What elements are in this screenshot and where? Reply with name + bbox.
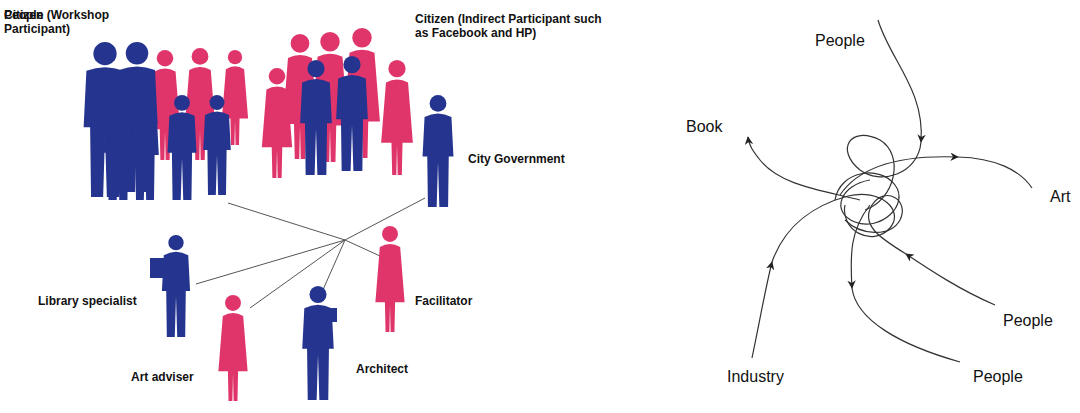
person-head: [174, 95, 190, 111]
person-body: [162, 252, 190, 337]
person-silhouette: [218, 295, 247, 401]
person-body: [381, 79, 413, 175]
role-label: Citizen (Indirect Participant such as Fa…: [415, 12, 605, 41]
book-prop: [150, 258, 166, 278]
person-silhouette: [104, 95, 133, 200]
flow-line: [958, 157, 1032, 188]
flow-arrow: [840, 157, 958, 195]
person-silhouette: [423, 95, 454, 207]
person-head: [192, 48, 209, 65]
person-head: [269, 68, 286, 85]
flow-line: [852, 288, 960, 362]
person-silhouette: [262, 68, 292, 178]
person-head: [307, 60, 324, 77]
flow-label: People: [815, 31, 865, 50]
flow-line: [847, 135, 921, 210]
person-body: [302, 305, 333, 400]
person-head: [126, 42, 149, 65]
flow-label: Art: [1050, 187, 1070, 206]
person-head: [157, 50, 174, 67]
people-silhouettes: [84, 28, 454, 401]
person-head: [388, 60, 405, 77]
relation-line: [345, 240, 380, 256]
person-head: [210, 95, 225, 110]
person-body: [131, 117, 159, 201]
flow-arrow: [906, 254, 995, 305]
flow-label: Book: [686, 117, 722, 136]
person-body: [336, 75, 368, 171]
person-body: [203, 112, 231, 196]
role-label: Library specialist: [38, 294, 137, 308]
person-silhouette: [300, 60, 332, 175]
person-body: [423, 113, 454, 207]
relation-line: [228, 203, 345, 240]
role-label: Architect: [356, 362, 408, 376]
flow-line: [772, 194, 894, 262]
person-body: [300, 79, 332, 175]
person-head: [110, 95, 126, 111]
flow-arrow: [851, 205, 870, 288]
flow-arrow: [878, 20, 921, 142]
person-silhouette: [336, 56, 368, 171]
person-silhouette: [375, 226, 404, 332]
person-head: [430, 95, 447, 112]
person-body: [104, 112, 133, 200]
knot-loop: [835, 173, 899, 224]
person-head: [228, 50, 242, 64]
flow-arrow: [752, 262, 772, 358]
flow-label: People: [4, 8, 43, 22]
relation-line: [322, 240, 345, 292]
person-silhouette: [131, 100, 159, 200]
person-silhouette: [203, 95, 231, 195]
person-body: [218, 313, 247, 401]
relation-line: [250, 240, 345, 308]
flow-label: People: [1003, 311, 1053, 330]
role-label: City Government: [468, 152, 565, 166]
person-head: [291, 34, 310, 53]
person-silhouette: [302, 286, 333, 400]
person-head: [225, 295, 241, 311]
flow-label: People: [973, 367, 1023, 386]
person-body: [168, 112, 197, 200]
tangled-arrows: [748, 20, 1032, 362]
person-head: [138, 100, 153, 115]
person-head: [320, 32, 340, 52]
relation-line: [196, 240, 345, 284]
person-head: [382, 226, 398, 242]
person-head: [352, 28, 372, 48]
person-body: [375, 244, 404, 332]
role-label: Facilitator: [415, 294, 472, 308]
person-head: [309, 286, 326, 303]
person-head: [93, 42, 116, 65]
person-silhouette: [168, 95, 197, 200]
person-silhouette: [162, 235, 190, 337]
plan-prop: [330, 308, 337, 322]
person-head: [168, 235, 183, 250]
person-body: [262, 87, 292, 178]
person-silhouette: [381, 60, 413, 175]
role-label: Art adviser: [131, 370, 194, 384]
flow-label: Industry: [727, 367, 784, 386]
person-head: [343, 56, 360, 73]
